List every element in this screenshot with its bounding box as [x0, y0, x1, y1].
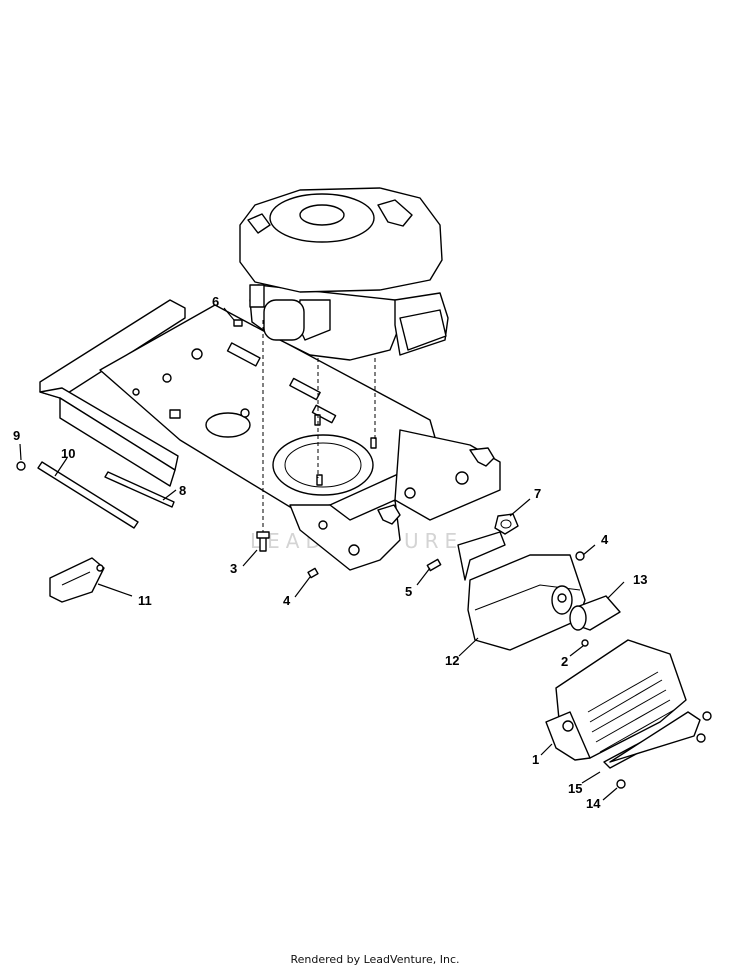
- callout-4-frame: 4: [283, 593, 291, 608]
- part-5-bolt: [426, 558, 442, 572]
- callout-1: 1: [532, 752, 539, 767]
- callout-2: 2: [561, 654, 568, 669]
- screw-shield-top: [702, 711, 712, 721]
- part-13-deflector: [569, 595, 621, 631]
- footer-credit: Rendered by LeadVenture, Inc.: [290, 953, 460, 966]
- callout-7: 7: [534, 486, 541, 501]
- callout-13: 13: [633, 572, 647, 587]
- callout-11: 11: [138, 593, 152, 608]
- part-9-nut: [16, 461, 26, 471]
- tractor-frame: [39, 299, 501, 571]
- callout-12: 12: [445, 653, 459, 668]
- part-6-bolt: [233, 319, 243, 327]
- part-4-screw-frame: [307, 567, 319, 579]
- part-1-heat-shield: [545, 639, 687, 761]
- part-15-bracket: [603, 711, 701, 769]
- callout-14: 14: [586, 796, 601, 811]
- callout-10: 10: [61, 446, 75, 461]
- callout-8: 8: [179, 483, 186, 498]
- callout-5: 5: [405, 584, 412, 599]
- callout-3: 3: [230, 561, 237, 576]
- part-8-tie: [104, 471, 175, 508]
- part-3-bolt: [256, 531, 270, 552]
- leader-lines: [19, 307, 625, 801]
- part-14-screw: [616, 779, 626, 789]
- engine-assembly: [239, 187, 449, 361]
- callout-9: 9: [13, 428, 20, 443]
- part-2-screw: [581, 639, 589, 647]
- part-11-bracket: [49, 557, 105, 603]
- part-7-gasket: [494, 513, 519, 535]
- part-10-rod: [37, 461, 139, 529]
- part-4-screw-muffler: [575, 551, 585, 561]
- callout-4-muffler: 4: [601, 532, 609, 547]
- part-12-muffler: [457, 531, 586, 651]
- callout-6: 6: [212, 294, 219, 309]
- screw-shield-mid: [696, 733, 706, 743]
- callout-15: 15: [568, 781, 582, 796]
